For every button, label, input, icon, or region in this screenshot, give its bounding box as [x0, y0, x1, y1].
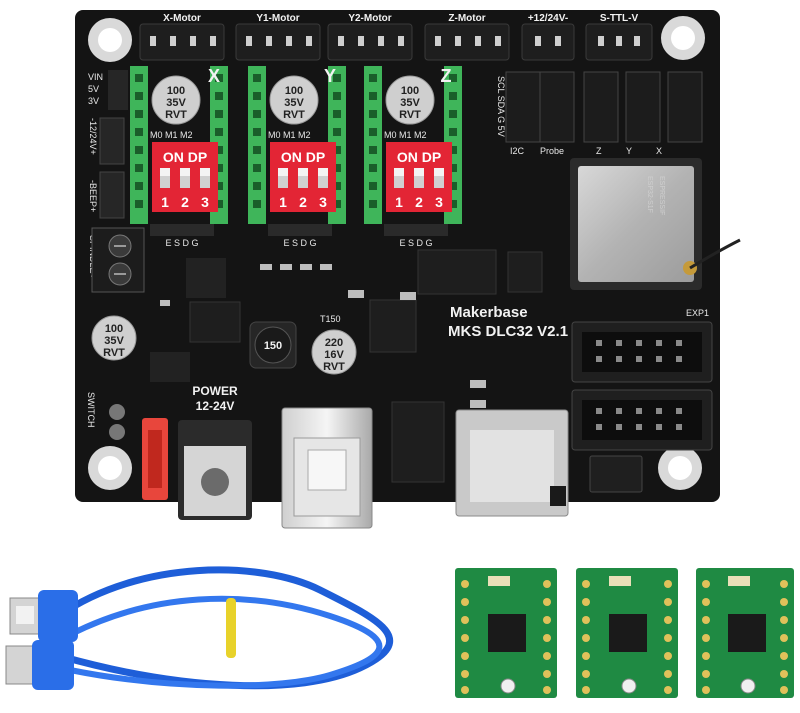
- svg-text:SCL SDA G 5V: SCL SDA G 5V: [496, 76, 506, 137]
- ics: [150, 249, 543, 483]
- axis-z-label: Z: [441, 66, 452, 86]
- cap-x-value: 100: [167, 85, 185, 97]
- z-motor-label: Z-Motor: [448, 13, 485, 24]
- svg-text:Z: Z: [596, 146, 602, 156]
- exp-headers: EXP1: [571, 308, 713, 493]
- cap-y-voltage: 35V: [284, 97, 304, 109]
- svg-text:I2C: I2C: [510, 146, 525, 156]
- svg-text:E S D G: E S D G: [165, 238, 198, 248]
- endstop-connectors: SCL SDA G 5V I2C Probe Z Y X: [496, 71, 703, 156]
- power-out-label: +12/24V-: [528, 13, 568, 24]
- svg-text:-BEEP+: -BEEP+: [88, 180, 98, 212]
- z-microstep-label: M0 M1 M2: [384, 130, 427, 140]
- svg-text:1: 1: [161, 194, 169, 210]
- svg-text:ON DP: ON DP: [397, 149, 441, 165]
- brand-silkscreen: Makerbase MKS DLC32 V2.1: [448, 304, 568, 340]
- svg-text:Probe: Probe: [540, 146, 564, 156]
- svg-text:1: 1: [395, 194, 403, 210]
- svg-text:RVT: RVT: [103, 347, 125, 359]
- stepper-driver-3: [696, 568, 794, 698]
- svg-text:2: 2: [181, 194, 189, 210]
- svg-text:3: 3: [201, 194, 209, 210]
- power-label: POWER: [192, 384, 238, 398]
- stepper-drivers: [455, 568, 794, 698]
- mks-dlc32-board: X-Motor Y1-Motor Y2-Motor Z-Motor +12/24…: [75, 10, 741, 529]
- svg-text:SWITCH: SWITCH: [86, 392, 96, 428]
- axis-x-label: X: [208, 66, 220, 86]
- svg-text:-12/24V+: -12/24V+: [88, 118, 98, 155]
- usb-b-port[interactable]: [281, 407, 373, 529]
- svg-text:RVT: RVT: [323, 361, 345, 373]
- sd-card-slot[interactable]: [455, 409, 569, 517]
- driver-capacitors: 100 35V RVT 100 35V RVT 100 35V RVT: [151, 75, 435, 125]
- esp-model-label: ESP32-S1F: [646, 176, 653, 213]
- x-motor-label: X-Motor: [163, 13, 201, 24]
- svg-text:2: 2: [415, 194, 423, 210]
- dip-switch-z[interactable]: ON DP 1 2 3: [386, 142, 452, 212]
- brand-label: Makerbase: [450, 304, 528, 321]
- svg-text:E S D G: E S D G: [399, 238, 432, 248]
- svg-text:16V: 16V: [324, 349, 344, 361]
- svg-text:3: 3: [319, 194, 327, 210]
- stepper-driver-1: [455, 568, 557, 698]
- power-section: POWER 12-24V 150 220 16V RVT T150: [142, 314, 357, 520]
- axis-y-label: Y: [324, 66, 336, 86]
- cap-z-brand: RVT: [399, 109, 421, 121]
- dip-switch-y[interactable]: ON DP 1 2 3: [270, 142, 336, 212]
- dip-switch-x[interactable]: ON DP 1 2 3: [152, 142, 218, 212]
- y-microstep-label: M0 M1 M2: [268, 130, 311, 140]
- model-label: MKS DLC32 V2.1: [448, 323, 568, 340]
- esp32-module: ESP32-S1F ESPRESSIF: [570, 158, 741, 290]
- cap-y-value: 100: [285, 85, 303, 97]
- usb-b-plug: [5, 640, 74, 690]
- svg-text:EXP1: EXP1: [686, 308, 709, 318]
- x-microstep-label: M0 M1 M2: [150, 130, 193, 140]
- mount-holes: [88, 16, 705, 490]
- y2-motor-label: Y2-Motor: [348, 13, 391, 24]
- svg-text:3: 3: [435, 194, 443, 210]
- usb-cable: [5, 566, 394, 690]
- ttl-label: S-TTL-V: [600, 13, 639, 24]
- power-voltage-label: 12-24V: [196, 399, 235, 413]
- svg-text:X: X: [656, 146, 662, 156]
- svg-text:Y: Y: [626, 146, 632, 156]
- esp-brand-label: ESPRESSIF: [658, 176, 665, 215]
- svg-text:T150: T150: [320, 314, 341, 324]
- svg-text:35V: 35V: [104, 335, 124, 347]
- svg-text:3V: 3V: [88, 96, 99, 106]
- cap-y-brand: RVT: [283, 109, 305, 121]
- cap-x-voltage: 35V: [166, 97, 186, 109]
- motor-headers: [139, 23, 653, 61]
- driver-pin-labels: E S D G E S D G E S D G: [150, 224, 448, 248]
- cap-x-brand: RVT: [165, 109, 187, 121]
- svg-text:100: 100: [105, 323, 123, 335]
- stepper-driver-2: [576, 568, 678, 698]
- svg-text:ON DP: ON DP: [163, 149, 207, 165]
- svg-text:2: 2: [299, 194, 307, 210]
- svg-text:VIN: VIN: [88, 72, 103, 82]
- motor-header-labels: X-Motor Y1-Motor Y2-Motor Z-Motor +12/24…: [163, 13, 638, 24]
- svg-text:5V: 5V: [88, 84, 99, 94]
- cap-z-voltage: 35V: [400, 97, 420, 109]
- svg-text:1: 1: [279, 194, 287, 210]
- inductor-label: 150: [264, 340, 282, 352]
- usb-a-plug: [9, 590, 78, 642]
- axis-labels: X Y Z M0 M1 M2 M0 M1 M2 M0 M1 M2: [150, 66, 452, 140]
- cap-z-value: 100: [401, 85, 419, 97]
- y1-motor-label: Y1-Motor: [256, 13, 299, 24]
- dip-switches: ON DP 1 2 3 ON DP 1 2 3 ON DP: [152, 142, 452, 212]
- left-connectors: VIN 5V 3V -12/24V+ -BEEP+ -SPINDLE+ 100 …: [86, 70, 145, 440]
- svg-text:ON DP: ON DP: [281, 149, 325, 165]
- svg-text:220: 220: [325, 337, 343, 349]
- svg-text:E S D G: E S D G: [283, 238, 316, 248]
